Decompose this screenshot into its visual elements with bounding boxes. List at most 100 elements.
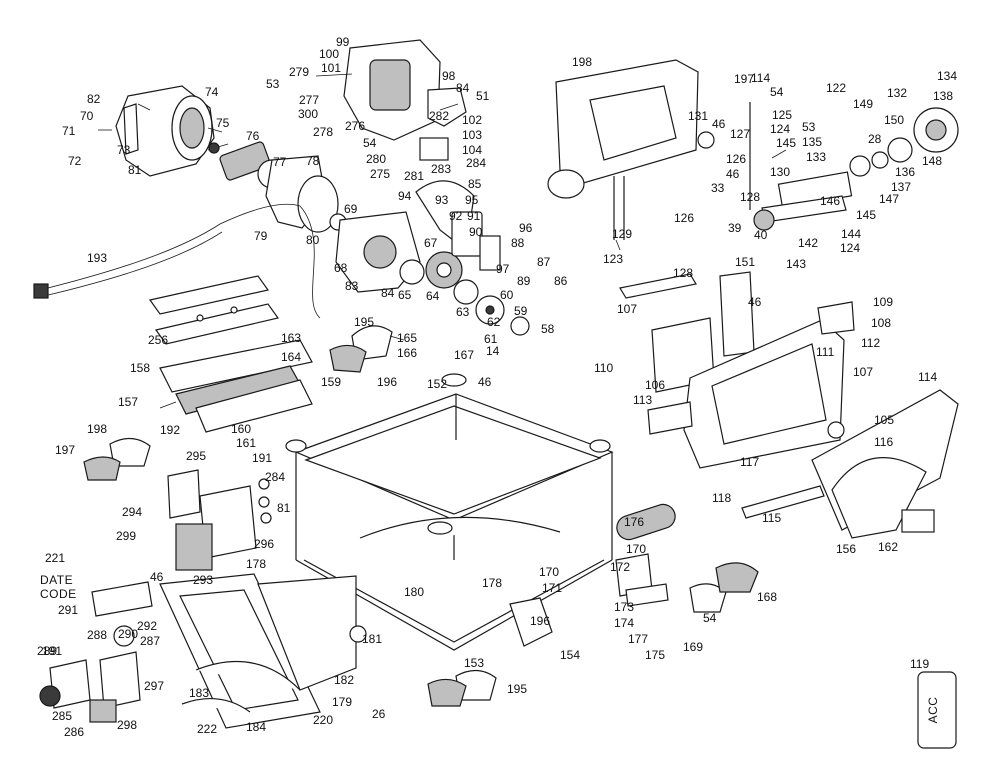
callout-label: 169	[683, 640, 703, 654]
callout-label: 256	[148, 333, 168, 347]
callout-label: 51	[476, 89, 490, 103]
callout-label: 178	[246, 557, 266, 571]
callout-label: 124	[770, 122, 790, 136]
callout-label: 73	[117, 143, 131, 157]
callout-label: 131	[688, 109, 708, 123]
callout-label: 117	[740, 455, 759, 469]
callout-label: 126	[726, 152, 746, 166]
callout-label: 69	[344, 202, 358, 216]
callout-label: 26	[372, 707, 386, 721]
callout-label: 197	[55, 443, 75, 457]
blade-guard-rails	[619, 271, 755, 393]
date-code-label-line-2: CODE	[40, 587, 77, 601]
callout-label: 77	[273, 155, 287, 169]
callout-label: 67	[424, 236, 438, 250]
callout-label: 82	[87, 92, 101, 106]
callout-label: 287	[140, 634, 160, 648]
switch-box-group	[167, 469, 272, 571]
callout-label: 299	[116, 529, 136, 543]
callout-label: 93	[435, 193, 449, 207]
callout-label: 183	[189, 686, 209, 700]
callout-label: 62	[487, 315, 501, 329]
callout-label: 159	[321, 375, 341, 389]
part-856-tag	[917, 671, 957, 749]
callout-label: 101	[321, 61, 341, 75]
callout-label: 53	[802, 120, 816, 134]
callout-label: 276	[345, 119, 365, 133]
callout-label: 130	[770, 165, 790, 179]
callout-label: 294	[122, 505, 142, 519]
callout-label: 143	[786, 257, 806, 271]
date-code-plate	[91, 581, 153, 617]
callout-label: 115	[762, 511, 781, 525]
callout-label: 90	[469, 225, 483, 239]
callout-label: 163	[281, 331, 301, 345]
callout-label: 173	[614, 600, 634, 614]
callout-label: 296	[254, 537, 274, 551]
callout-label: 61	[484, 332, 498, 346]
callout-label: 28	[868, 132, 882, 146]
callout-label: 132	[887, 86, 907, 100]
callout-label: 81	[277, 501, 291, 515]
callout-label: 124	[840, 241, 860, 255]
callout-label: 128	[673, 266, 693, 280]
callout-label: 134	[937, 69, 957, 83]
callout-label: 295	[186, 449, 206, 463]
callout-label: 46	[748, 295, 762, 309]
callout-label: 85	[468, 177, 482, 191]
callout-label: 104	[462, 143, 482, 157]
callout-label: 105	[874, 413, 894, 427]
callout-label: 83	[345, 279, 359, 293]
callout-label: 91	[467, 209, 481, 223]
callout-label: 88	[511, 236, 525, 250]
handle-grip	[616, 503, 676, 541]
lock-assembly	[509, 553, 759, 647]
callout-label: 170	[539, 565, 559, 579]
callout-label: 182	[334, 673, 354, 687]
callout-label: 221	[45, 551, 65, 565]
callout-label: 40	[754, 228, 768, 242]
arbor-group	[335, 180, 530, 336]
callout-label: 114	[751, 71, 770, 85]
callout-label: 284	[466, 156, 486, 170]
callout-label: 193	[87, 251, 107, 265]
callout-label: 298	[117, 718, 137, 732]
callout-label: 138	[933, 89, 953, 103]
callout-label: 137	[891, 180, 911, 194]
callout-label: 112	[861, 336, 880, 350]
callout-label: 289	[37, 644, 57, 658]
callout-label: 293	[193, 573, 213, 587]
callout-label: 46	[712, 117, 726, 131]
callout-label: 196	[530, 614, 550, 628]
callout-label: 99	[336, 35, 350, 49]
callout-label: 86	[554, 274, 568, 288]
callout-label: 14	[486, 344, 500, 358]
callout-label: 166	[397, 346, 417, 360]
callout-label: 148	[922, 154, 942, 168]
callout-label: 107	[853, 365, 873, 379]
callout-label: 116	[874, 435, 893, 449]
callout-label: 119	[910, 657, 929, 671]
callout-label: 118	[712, 491, 731, 505]
callout-label: 198	[87, 422, 107, 436]
callout-label: 65	[398, 288, 412, 302]
callout-label: 291	[58, 603, 78, 617]
callout-label: 78	[306, 154, 320, 168]
callout-label: 280	[366, 152, 386, 166]
callout-label: 222	[197, 722, 217, 736]
callout-label: 171	[542, 581, 562, 595]
callout-label: 147	[879, 192, 899, 206]
callout-label: 288	[87, 628, 107, 642]
callout-label: 103	[462, 128, 482, 142]
callout-label: 286	[64, 725, 84, 739]
gearbox-housing-group	[343, 39, 467, 161]
callout-label: 129	[612, 227, 632, 241]
callout-label: 87	[537, 255, 551, 269]
callout-label: 198	[572, 55, 592, 69]
callout-label: 292	[137, 619, 157, 633]
callout-label: 97	[496, 262, 510, 276]
callout-label: 158	[130, 361, 150, 375]
callout-label: 184	[246, 720, 266, 734]
callout-label: 63	[456, 305, 470, 319]
